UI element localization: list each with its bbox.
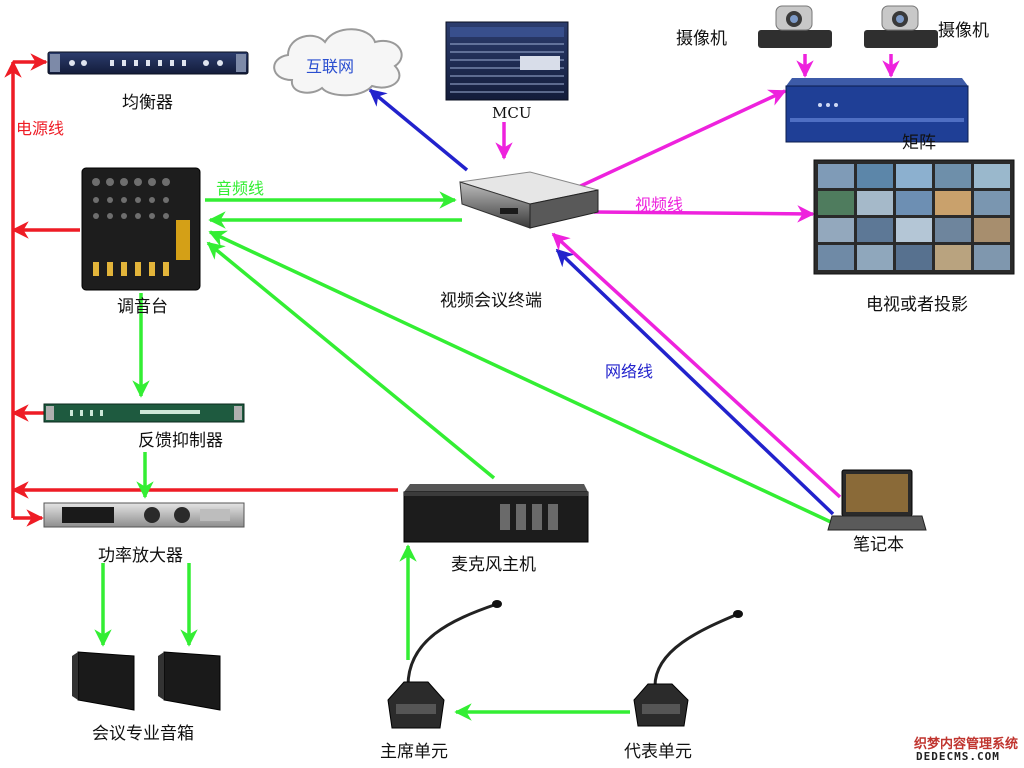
terminal-label: 视频会议终端	[440, 291, 542, 311]
mcu-device	[445, 21, 569, 101]
laptop-label: 笔记本	[853, 535, 904, 555]
camera-left-device	[758, 5, 832, 48]
feedback-suppressor-label: 反馈抑制器	[138, 431, 223, 451]
network-line-label: 网络线	[605, 362, 654, 381]
camera-right-label: 摄像机	[938, 21, 989, 41]
internet-label: 互联网	[306, 57, 355, 76]
network-laptop-to-terminal	[555, 248, 835, 516]
terminal-device	[459, 171, 599, 229]
mixer-label: 调音台	[117, 297, 168, 317]
power-line-label: 电源线	[16, 119, 65, 138]
camera-left-label: 摄像机	[676, 29, 727, 49]
video-line-label: 视频线	[635, 195, 684, 214]
network-lines	[368, 88, 835, 516]
feedback-suppressor-device	[43, 403, 245, 423]
video-lines	[495, 54, 900, 499]
delegate-unit-label: 代表单元	[624, 742, 692, 762]
matrix-label: 矩阵	[902, 133, 936, 153]
delegate-unit-device	[633, 610, 743, 727]
audio-laptop-to-mixer	[208, 230, 834, 525]
mic-host-device	[403, 484, 589, 543]
mic-host-label: 麦克风主机	[451, 555, 536, 575]
speaker-left-device	[72, 651, 135, 711]
amplifier-device	[43, 502, 245, 528]
laptop-device	[827, 469, 927, 531]
video-laptop-to-terminal	[551, 232, 842, 499]
equalizer-device	[47, 51, 249, 75]
chair-unit-label: 主席单元	[380, 742, 448, 762]
tv-wall-device	[813, 159, 1015, 275]
matrix-device	[785, 78, 969, 143]
network-terminal-to-internet	[368, 88, 469, 172]
speakers-label: 会议专业音箱	[92, 724, 194, 744]
power-lines	[4, 53, 398, 527]
tv-wall-label: 电视或者投影	[866, 295, 968, 315]
watermark-text: 织梦内容管理系统	[914, 737, 1019, 752]
watermark-domain: DEDECMS.COM	[916, 750, 1000, 763]
mixer-device	[81, 167, 201, 291]
chair-unit-device	[387, 600, 502, 729]
amplifier-label: 功率放大器	[98, 546, 183, 566]
audio-lines	[94, 191, 834, 721]
camera-right-device	[864, 5, 938, 48]
equalizer-label: 均衡器	[122, 93, 173, 113]
video-terminal-to-tv	[593, 205, 815, 223]
mcu-label: MCU	[492, 104, 532, 122]
video-terminal-to-matrix	[571, 89, 787, 192]
internet-cloud	[273, 28, 403, 97]
audio-line-label: 音频线	[216, 179, 265, 198]
audio-mic-host-to-mixer	[206, 241, 496, 480]
speaker-right-device	[158, 651, 221, 711]
